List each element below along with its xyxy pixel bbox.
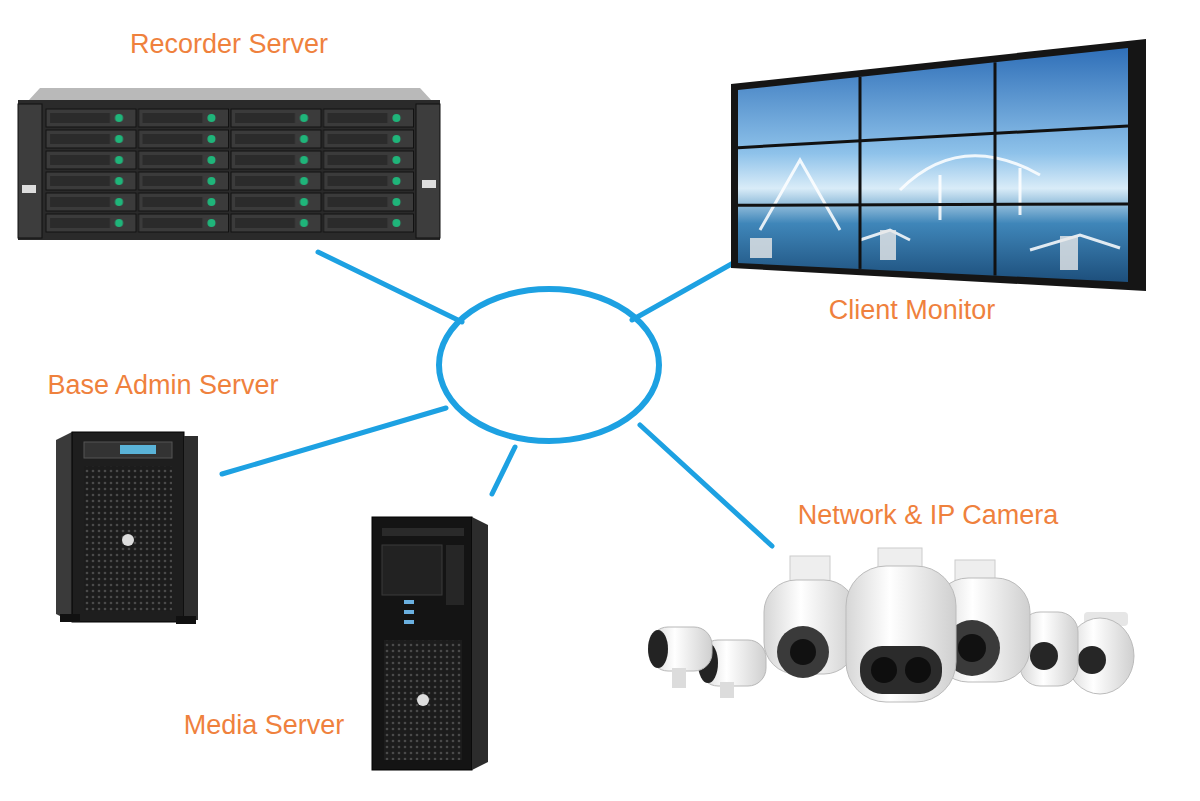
device-label: Client Monitor bbox=[829, 295, 996, 326]
device-node: Base Admin Server bbox=[56, 432, 198, 624]
rack-server bbox=[18, 88, 440, 240]
ip-cameras bbox=[648, 548, 1134, 702]
device-node: Client Monitor bbox=[731, 39, 1146, 291]
device-label: Recorder Server bbox=[130, 29, 328, 60]
device-node: Media Server bbox=[372, 517, 488, 770]
device-node: Recorder Server bbox=[18, 85, 440, 240]
network-link bbox=[222, 252, 772, 546]
tower-server bbox=[56, 432, 198, 624]
device-label: Base Admin Server bbox=[47, 370, 278, 401]
video-wall bbox=[731, 39, 1146, 291]
tower-server bbox=[372, 517, 488, 770]
device-node: Network & IP Camera bbox=[650, 548, 1135, 702]
network-hub bbox=[439, 289, 659, 441]
device-label: Media Server bbox=[184, 710, 345, 741]
device-label: Network & IP Camera bbox=[798, 500, 1059, 531]
